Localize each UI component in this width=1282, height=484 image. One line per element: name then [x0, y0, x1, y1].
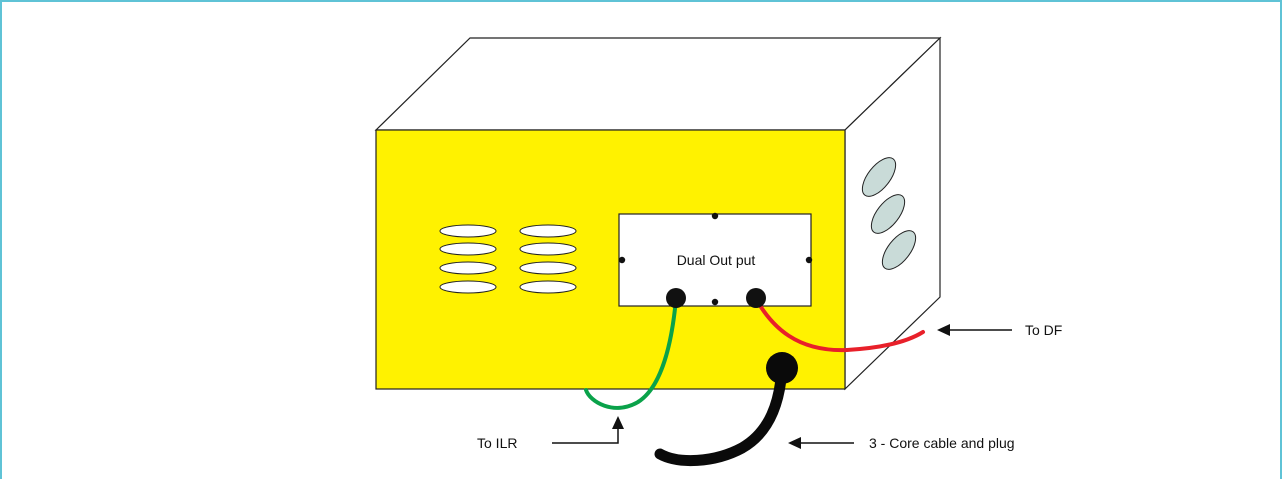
arrow-icon	[937, 324, 950, 336]
side-vent-icon	[861, 157, 897, 197]
vent-slot-icon	[519, 261, 577, 275]
arrow-icon	[788, 437, 801, 449]
box-top-face	[374, 37, 942, 131]
vent-slot-icon	[519, 280, 577, 294]
vent-slot-icon	[519, 242, 577, 256]
green-wire	[584, 297, 678, 410]
side-vents	[861, 157, 917, 270]
vent-slot-icon	[439, 224, 497, 238]
vent-slot-icon	[439, 261, 497, 275]
power-cable	[654, 362, 788, 467]
screw-dot-icon	[711, 212, 719, 220]
label-to-df: To DF	[1025, 322, 1062, 338]
output-socket-right	[746, 288, 766, 308]
label-to-ilr: To ILR	[477, 435, 517, 451]
arrow-icon	[612, 416, 624, 429]
vent-slot-icon	[439, 242, 497, 256]
screw-dot-icon	[618, 256, 626, 264]
red-wire	[754, 297, 925, 353]
side-vent-icon	[881, 230, 917, 270]
side-vent-icon	[870, 194, 906, 234]
vent-slot-icon	[439, 280, 497, 294]
vent-slot-icon	[519, 224, 577, 238]
output-panel	[618, 213, 812, 307]
front-vents-left	[439, 224, 497, 294]
output-socket-left	[666, 288, 686, 308]
screw-dot-icon	[805, 256, 813, 264]
arrow-to-ilr-shaft	[552, 426, 619, 444]
cable-gland	[766, 352, 798, 384]
front-vents-right	[519, 224, 577, 294]
panel-label: Dual Out put	[677, 252, 756, 268]
label-cable: 3 - Core cable and plug	[869, 435, 1015, 451]
screw-dot-icon	[711, 298, 719, 306]
